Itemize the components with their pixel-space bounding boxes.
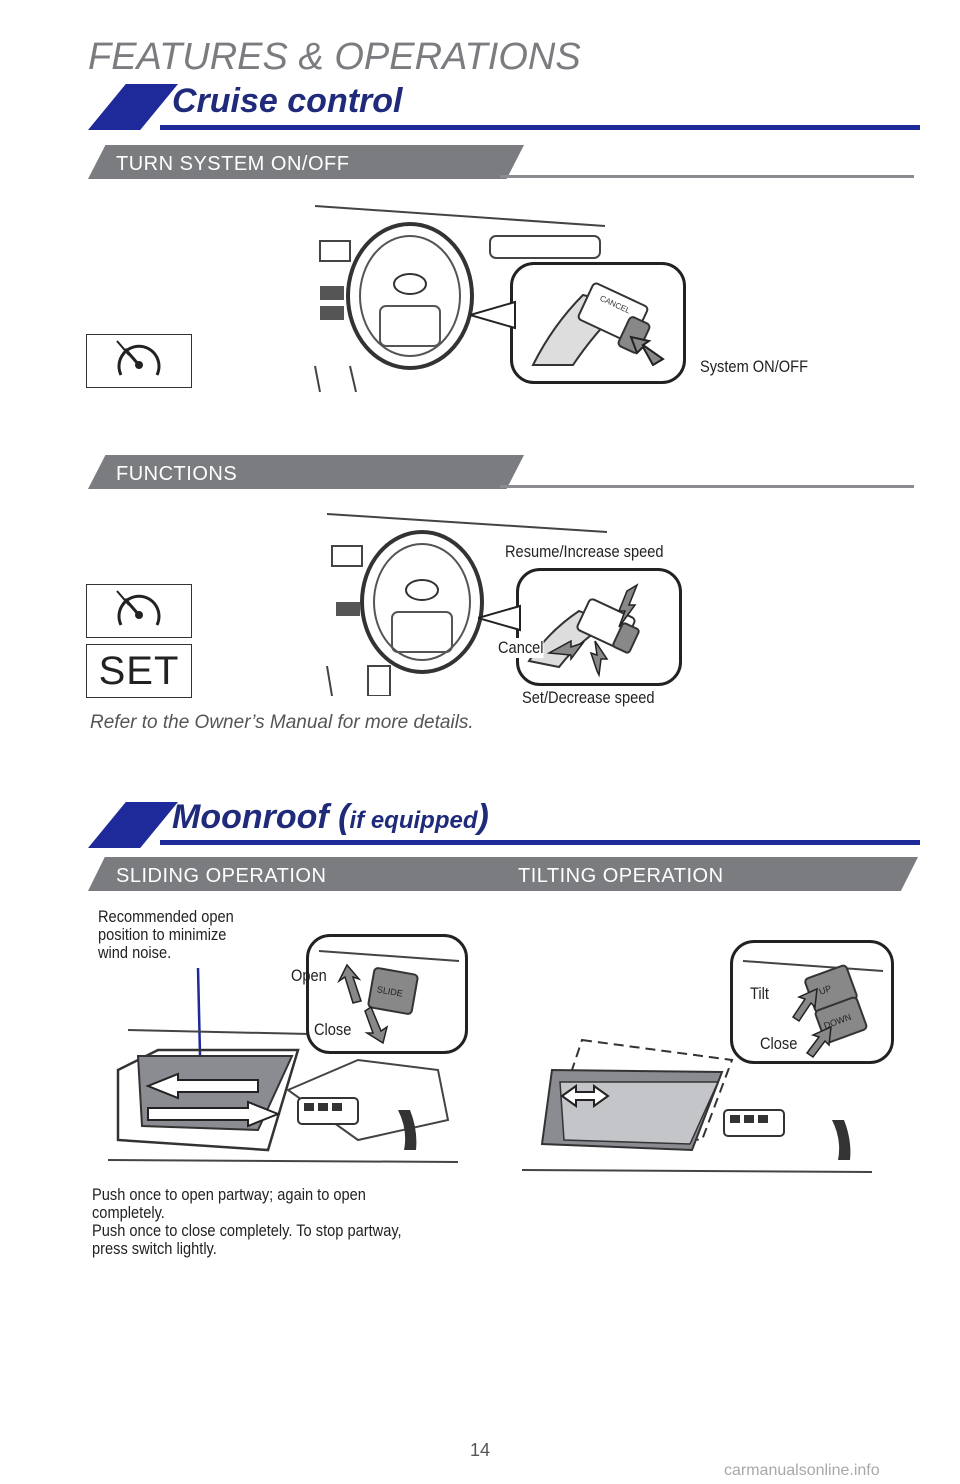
svg-text:SLIDE: SLIDE <box>376 984 403 998</box>
sliding-moonroof-illustration <box>107 967 459 1163</box>
steering-wheel-illustration-functions <box>326 513 608 696</box>
page-number: 14 <box>470 1440 491 1460</box>
cruise-title-rule <box>160 125 920 130</box>
system-onoff-label: System ON/OFF <box>700 357 809 376</box>
moonroof-title-qualifier: if equipped <box>349 807 478 834</box>
cruise-icon-box-2 <box>86 584 192 638</box>
recommended-position-note: Recommended open position to minimize wi… <box>98 908 234 962</box>
tilting-close-label: Close <box>760 1034 798 1053</box>
turn-system-heading: TURN SYSTEM ON/OFF <box>116 153 350 175</box>
sliding-heading-bar: SLIDING OPERATION <box>88 857 508 891</box>
sliding-close-label: Close <box>314 1020 352 1039</box>
sliding-heading: SLIDING OPERATION <box>116 865 327 887</box>
moonroof-title-close: ) <box>477 798 489 836</box>
callout-pointer-onoff <box>470 300 516 330</box>
recommended-line-2: position to minimize <box>98 925 227 944</box>
recommended-line-3: wind noise. <box>98 943 172 962</box>
functions-heading-bar: FUNCTIONS <box>88 455 524 489</box>
set-icon-text: SET <box>98 648 180 693</box>
set-icon-box: SET <box>86 644 192 698</box>
open-label: Open <box>291 966 327 985</box>
moonroof-title: Moonroof (if equipped) <box>172 798 489 837</box>
cruise-control-title: Cruise control <box>172 82 403 120</box>
steering-wheel-illustration-onoff <box>314 205 606 392</box>
cruise-title-accent <box>88 84 178 130</box>
owners-manual-note: Refer to the Owner’s Manual for more det… <box>90 712 474 733</box>
lever-callout-onoff: CANCEL <box>510 262 686 384</box>
sliding-desc-line-4: press switch lightly. <box>92 1239 217 1258</box>
cruise-lever-illustration: CANCEL <box>531 282 665 367</box>
moonroof-title-rule <box>160 840 920 845</box>
cruise-lever-directions-illustration <box>527 583 640 678</box>
tilting-heading: TILTING OPERATION <box>518 865 724 887</box>
cancel-label: Cancel <box>498 638 544 658</box>
tilt-label: Tilt <box>750 984 769 1003</box>
functions-heading: FUNCTIONS <box>116 463 238 485</box>
recommended-line-1: Recommended open <box>98 907 234 926</box>
tilting-moonroof-illustration <box>521 1038 873 1173</box>
resume-increase-label: Resume/Increase speed <box>505 542 664 561</box>
watermark: carmanualsonline.info <box>724 1462 880 1479</box>
svg-text:UP: UP <box>818 983 833 997</box>
turn-system-rule <box>500 175 914 178</box>
tilting-heading-bar: TILTING OPERATION <box>490 857 918 891</box>
functions-rule <box>500 485 914 488</box>
lever-callout-functions <box>516 568 682 686</box>
set-decrease-label: Set/Decrease speed <box>522 688 655 707</box>
tilt-switch-illustration: UP DOWN <box>742 960 884 1059</box>
sliding-switch-callout: SLIDE <box>306 934 468 1054</box>
page-header: FEATURES & OPERATIONS <box>88 36 581 78</box>
callout-pointer-functions <box>478 604 521 632</box>
speedometer-icon <box>116 590 161 626</box>
tilting-switch-callout: UP DOWN <box>730 940 894 1064</box>
sliding-desc-line-3: Push once to close completely. To stop p… <box>92 1221 402 1240</box>
turn-system-heading-bar: TURN SYSTEM ON/OFF <box>88 145 524 179</box>
slide-switch-illustration: SLIDE <box>318 950 460 1045</box>
moonroof-title-main: Moonroof ( <box>172 798 350 836</box>
cruise-icon-box <box>86 334 192 388</box>
sliding-desc-line-2: completely. <box>92 1203 165 1222</box>
speedometer-icon <box>116 340 161 376</box>
sliding-description: Push once to open partway; again to open… <box>92 1186 402 1258</box>
sliding-desc-line-1: Push once to open partway; again to open <box>92 1185 366 1204</box>
